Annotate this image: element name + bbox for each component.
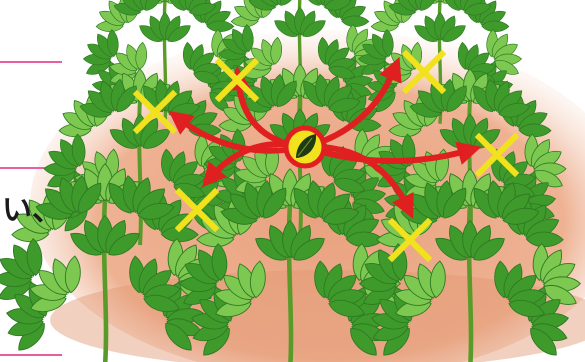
infested-leaf-icon [286, 128, 324, 166]
side-caption-fragment: い、 [2, 196, 62, 226]
